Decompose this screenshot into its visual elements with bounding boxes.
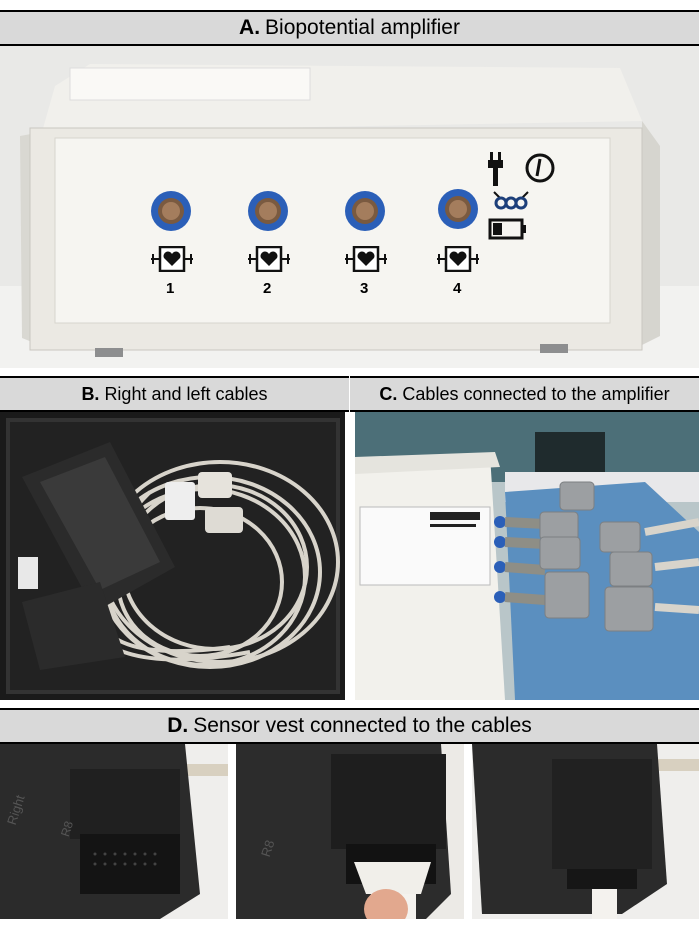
- channel-number: 1: [166, 280, 175, 297]
- cables-photo: [0, 412, 345, 700]
- panel-c-header: C. Cables connected to the amplifier: [350, 376, 699, 412]
- amplifier-port-2: [247, 190, 289, 232]
- panel-c-letter: C.: [379, 383, 398, 404]
- plug-icon: [486, 152, 506, 186]
- channel-number: 2: [263, 280, 272, 297]
- panel-d-title: Sensor vest connected to the cables: [193, 714, 532, 737]
- status-leds-icon: [490, 190, 532, 212]
- power-icon: [524, 152, 556, 184]
- panel-b-header: B. Right and left cables: [0, 376, 349, 412]
- channel-number: 3: [360, 280, 369, 297]
- panel-a-header: A. Biopotential amplifier: [0, 10, 699, 46]
- vest-connector-photo-3: [472, 744, 699, 919]
- panel-b-title: Right and left cables: [104, 383, 268, 404]
- ecg-heart-icon: [248, 245, 290, 273]
- panel-d-letter: D.: [167, 714, 189, 737]
- amplifier-port-1: [150, 190, 192, 232]
- ecg-heart-icon: [345, 245, 387, 273]
- panel-c-title: Cables connected to the amplifier: [402, 383, 670, 404]
- panel-a-title: Biopotential amplifier: [265, 16, 460, 39]
- panel-a-letter: A.: [239, 16, 261, 39]
- panel-d-header: D. Sensor vest connected to the cables: [0, 708, 699, 744]
- connected-cables-photo: [355, 412, 699, 700]
- amplifier-port-3: [344, 190, 386, 232]
- channel-number: 4: [453, 280, 462, 297]
- vest-connector-photo-2: R8: [236, 744, 464, 919]
- panel-b-letter: B.: [81, 383, 100, 404]
- ecg-heart-icon: [151, 245, 193, 273]
- battery-icon: [488, 218, 528, 240]
- vest-connector-photo-1: Right R8: [0, 744, 228, 919]
- amplifier-port-4: [437, 188, 479, 230]
- ecg-heart-icon: [437, 245, 479, 273]
